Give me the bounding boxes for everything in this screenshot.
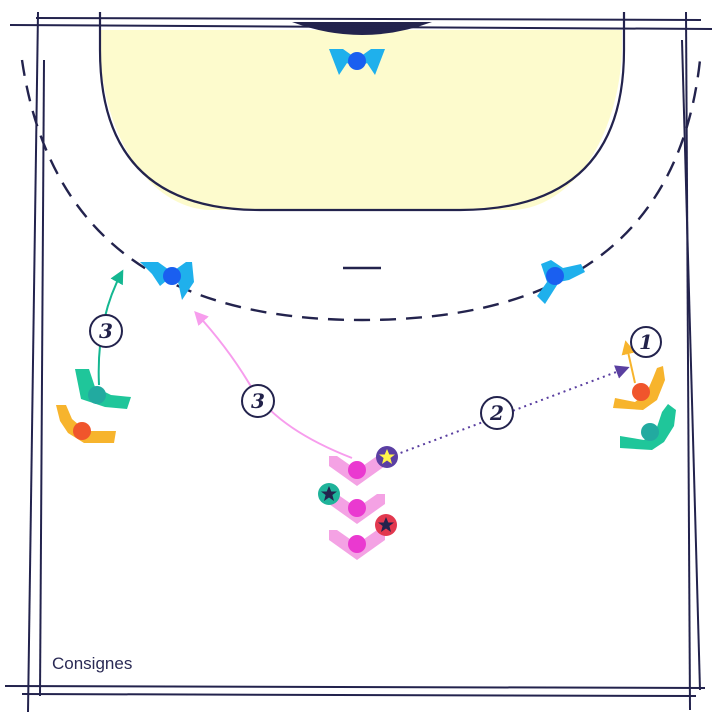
goal-area-line — [98, 12, 626, 212]
step-3-center-label: 3 — [251, 389, 265, 413]
star-icon — [318, 483, 340, 505]
goalkeeper — [329, 49, 385, 75]
attacker-green-right — [620, 404, 676, 450]
goal — [292, 22, 432, 35]
step-3-left: 3 — [89, 314, 123, 348]
attacker-orange-left — [56, 405, 116, 443]
center-player-3 — [329, 530, 385, 560]
goal-area — [100, 30, 622, 210]
center-player-2 — [329, 494, 385, 524]
attacker-orange-right — [613, 366, 665, 410]
step-2: 2 — [480, 396, 514, 430]
star-icon — [375, 514, 397, 536]
court-border — [4, 11, 713, 713]
star-icon — [376, 446, 398, 468]
step-3-center: 3 — [241, 384, 275, 418]
attacker-green-left — [75, 369, 131, 409]
defender-left — [140, 262, 194, 300]
step-3-left-label: 3 — [99, 319, 113, 343]
step-2-label: 2 — [489, 401, 504, 425]
center-player-1 — [329, 456, 385, 486]
step-1-label: 1 — [639, 330, 653, 354]
arrow-icon — [621, 340, 636, 384]
arrow-icon — [194, 310, 353, 459]
consignes-label: Consignes — [52, 654, 133, 673]
center-players — [329, 456, 385, 560]
free-throw-line — [20, 59, 702, 322]
defender-right — [537, 260, 585, 304]
step-1: 1 — [630, 326, 662, 358]
